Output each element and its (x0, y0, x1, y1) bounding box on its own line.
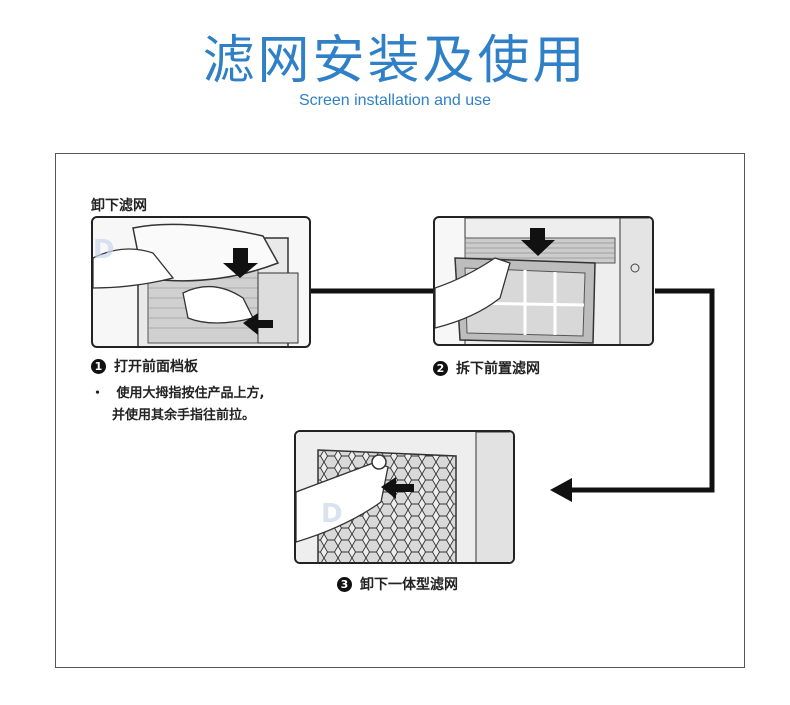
step-number: 3 (337, 576, 352, 592)
step-label: 打开前面档板 (114, 359, 198, 375)
instruction-note: ・ 使用大拇指按住产品上方, 并使用其余手指往前拉。 (91, 383, 265, 427)
note-bullet: ・ (91, 386, 105, 401)
step-1: 1 打开前面档板 (91, 356, 198, 376)
step-number: 1 (91, 358, 106, 374)
svg-text:D: D (93, 235, 115, 265)
step-2: 2 拆下前置滤网 (433, 358, 540, 378)
step-label: 拆下前置滤网 (456, 361, 540, 377)
step-label: 卸下一体型滤网 (360, 577, 458, 593)
section-heading: 卸下滤网 (91, 198, 147, 214)
prefilter-illustration-icon (435, 218, 652, 344)
illustration-open-front-panel: D (91, 216, 311, 348)
page-title: 滤网安装及使用 (202, 31, 588, 91)
note-line-2: 并使用其余手指往前拉。 (112, 408, 256, 423)
illustration-remove-integrated-filter: D (294, 430, 515, 564)
open-panel-illustration-icon: D (93, 223, 299, 346)
integrated-filter-illustration-icon: D (296, 432, 513, 562)
illustration-remove-prefilter (433, 216, 654, 346)
svg-text:D: D (321, 499, 343, 529)
step-number: 2 (433, 360, 448, 376)
step-3: 3 卸下一体型滤网 (337, 574, 458, 594)
flow-arrow-head-icon (550, 478, 572, 502)
page-subtitle: Screen installation and use (298, 92, 492, 109)
instruction-frame (55, 153, 745, 668)
note-line-1: 使用大拇指按住产品上方, (116, 386, 265, 401)
